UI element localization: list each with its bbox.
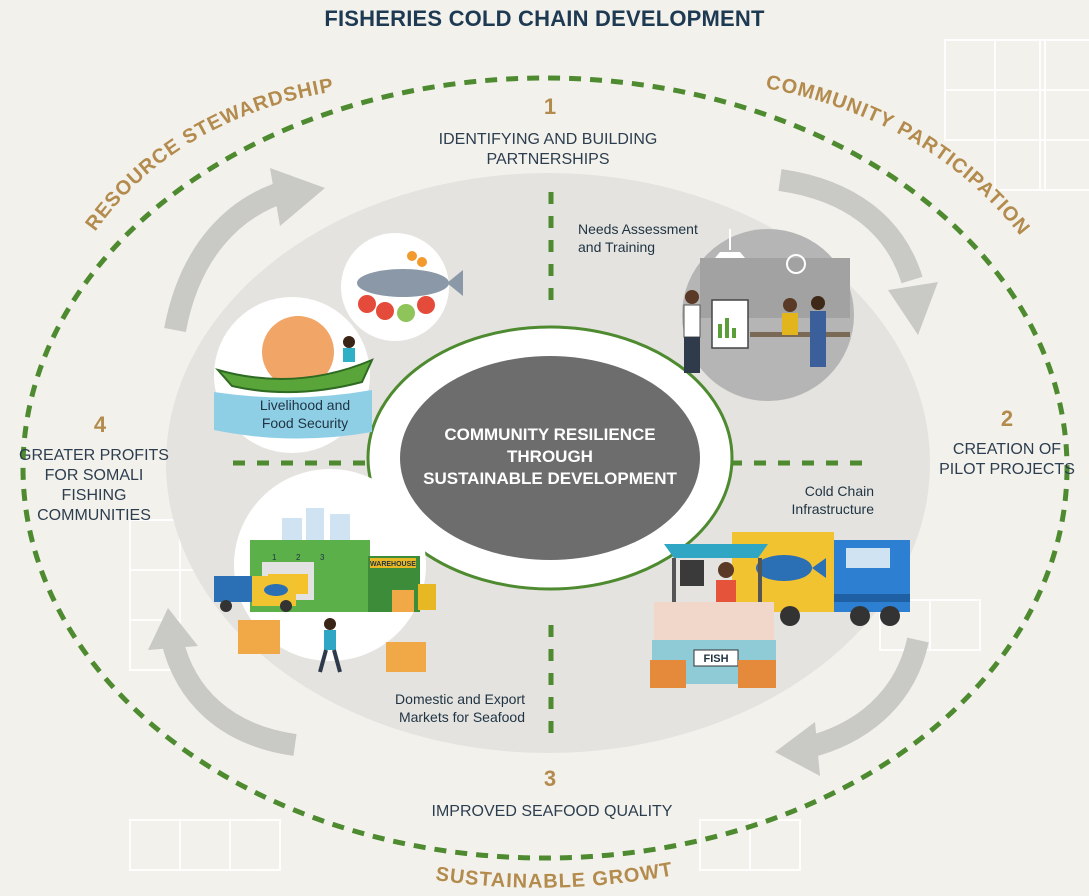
cycle-arrows [148, 168, 938, 776]
needs-line-2: and Training [578, 239, 656, 255]
markets-line-2: Markets for Seafood [398, 709, 525, 725]
dock-number-2: 2 [296, 553, 301, 562]
needs-assessment-label: Needs Assessment and Training [578, 220, 728, 256]
livelihood-label: Livelihood and Food Security [240, 396, 370, 432]
markets-label: Domestic and Export Markets for Seafood [355, 690, 525, 726]
step-4-line-4: COMMUNITIES [37, 507, 151, 524]
cold-chain-line-1: Cold Chain [804, 483, 874, 499]
needs-line-1: Needs Assessment [578, 221, 698, 237]
warehouse-sign: WAREHOUSE [370, 561, 416, 568]
step-1-number: 1 [543, 94, 557, 119]
dock-number-1: 1 [272, 553, 277, 562]
step-4-line-3: FISHING [61, 487, 127, 504]
step-4-line-2: FOR SOMALI [44, 467, 144, 484]
livelihood-illustration [214, 233, 463, 453]
quadrant-dividers [233, 192, 868, 735]
step-4-number: 4 [93, 412, 107, 437]
dock-number-3: 3 [320, 553, 325, 562]
step-2-label: CREATION OF PILOT PROJECTS [935, 440, 1079, 480]
markets-illustration: WAREHOUSE 1 2 3 [214, 469, 436, 673]
step-1-line-1: IDENTIFYING AND BUILDING [438, 131, 658, 148]
step-3-number: 3 [543, 766, 557, 791]
outer-dashed-ring [20, 75, 1070, 861]
step-2-line-1: CREATION OF [952, 441, 1062, 458]
center-line-3: SUSTAINABLE DEVELOPMENT [423, 469, 677, 488]
center-ellipse [400, 356, 700, 560]
center-line-2: THROUGH [507, 447, 593, 466]
livelihood-line-1: Livelihood and [259, 397, 351, 413]
cold-chain-label: Cold Chain Infrastructure [770, 482, 874, 518]
cold-chain-line-2: Infrastructure [791, 501, 874, 517]
arrow-bottom-left [148, 608, 297, 756]
step-1-label: IDENTIFYING AND BUILDING PARTNERSHIPS [388, 130, 708, 170]
arrow-bottom-right [775, 637, 929, 776]
fish-stall-sign: FISH [703, 653, 728, 665]
markets-line-1: Domestic and Export [395, 691, 525, 707]
cold-chain-illustration: FISH [650, 532, 910, 688]
livelihood-line-2: Food Security [261, 415, 349, 431]
step-4-line-1: GREATER PROFITS [19, 447, 169, 464]
step-3-label: IMPROVED SEAFOOD QUALITY [431, 803, 673, 820]
center-line-1: COMMUNITY RESILIENCE [444, 425, 656, 444]
arrow-top-left [164, 168, 325, 333]
step-1-line-2: PARTNERSHIPS [486, 151, 610, 168]
center-label: COMMUNITY RESILIENCE THROUGH SUSTAINABLE… [400, 424, 700, 490]
step-2-number: 2 [1000, 406, 1014, 431]
step-2-line-2: PILOT PROJECTS [939, 461, 1075, 478]
step-4-label: GREATER PROFITS FOR SOMALI FISHING COMMU… [14, 446, 174, 526]
arrow-top-right [778, 169, 938, 335]
training-illustration [682, 229, 854, 401]
arc-label-community-participation: COMMUNITY PARTICIPATION [764, 71, 1034, 239]
page-title: FISHERIES COLD CHAIN DEVELOPMENT [324, 6, 765, 31]
